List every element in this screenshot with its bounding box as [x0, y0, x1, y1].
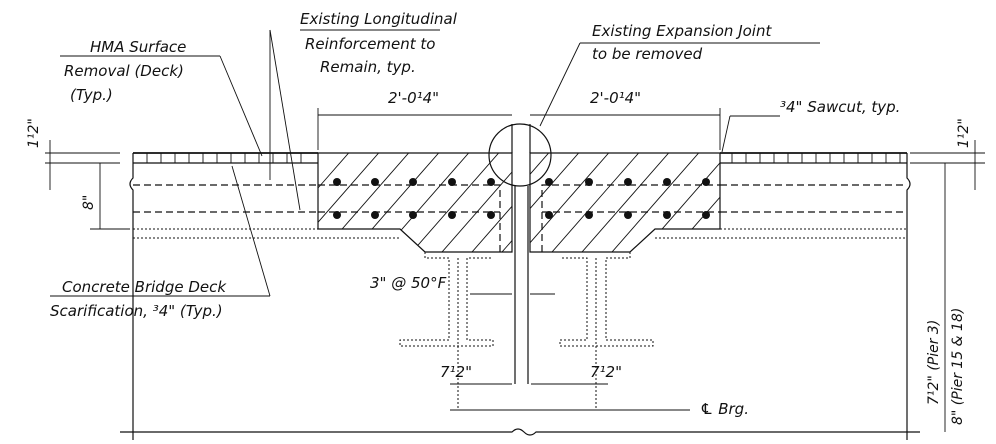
- left-side-dimensions: [45, 140, 130, 230]
- label-sawcut: ³4" Sawcut, typ.: [780, 98, 900, 116]
- dim-seven-half-right: 7¹2": [590, 363, 622, 381]
- dim-seven-half-left: 7¹2": [440, 363, 472, 381]
- label-longitudinal-1: Existing Longitudinal: [300, 10, 458, 28]
- right-side-dimensions: [910, 140, 985, 432]
- dim-left-eight-inch: 8": [81, 195, 97, 210]
- dim-pier-3: 7¹2" (Pier 3): [926, 320, 942, 405]
- deck-lines: [133, 152, 907, 239]
- label-scarification-1: Concrete Bridge Deck: [62, 278, 227, 296]
- label-expansion-joint-2: to be removed: [592, 45, 703, 63]
- left-break-line: [129, 153, 134, 440]
- rebar-dots: [333, 178, 710, 219]
- right-concrete-block: [529, 152, 721, 253]
- leader-lines: [50, 29, 820, 297]
- label-longitudinal-2: Reinforcement to: [305, 35, 435, 53]
- expansion-joint-circle: [488, 123, 552, 187]
- dim-right-half-inch: 1¹2": [956, 118, 972, 148]
- joint-centerlines: [511, 124, 531, 384]
- dim-left-half-inch: 1¹2": [26, 118, 42, 148]
- dim-pier-15-18: 8" (Pier 15 & 18): [950, 308, 966, 425]
- seven-half-dimensions: [450, 383, 690, 411]
- label-gap: 3" @ 50°F: [370, 274, 447, 292]
- label-hma-3: (Typ.): [70, 86, 113, 104]
- dim-right-width: 2'-0¹4": [590, 89, 641, 107]
- right-break-line: [906, 153, 911, 440]
- hma-surface-hatch: [146, 153, 901, 163]
- label-hma-2: Removal (Deck): [64, 62, 184, 80]
- label-scarification-2: Scarification, ³4" (Typ.): [50, 302, 223, 320]
- label-hma-1: HMA Surface: [90, 38, 186, 56]
- girders: [399, 252, 654, 410]
- label-bearing: ℄ Brg.: [700, 400, 749, 418]
- dim-left-width: 2'-0¹4": [388, 89, 439, 107]
- label-longitudinal-3: Remain, typ.: [320, 58, 416, 76]
- bottom-baseline: [120, 428, 920, 436]
- block-reinforcement-lines: [318, 184, 720, 252]
- top-dimensions: [317, 108, 721, 150]
- label-expansion-joint-1: Existing Expansion Joint: [592, 22, 772, 40]
